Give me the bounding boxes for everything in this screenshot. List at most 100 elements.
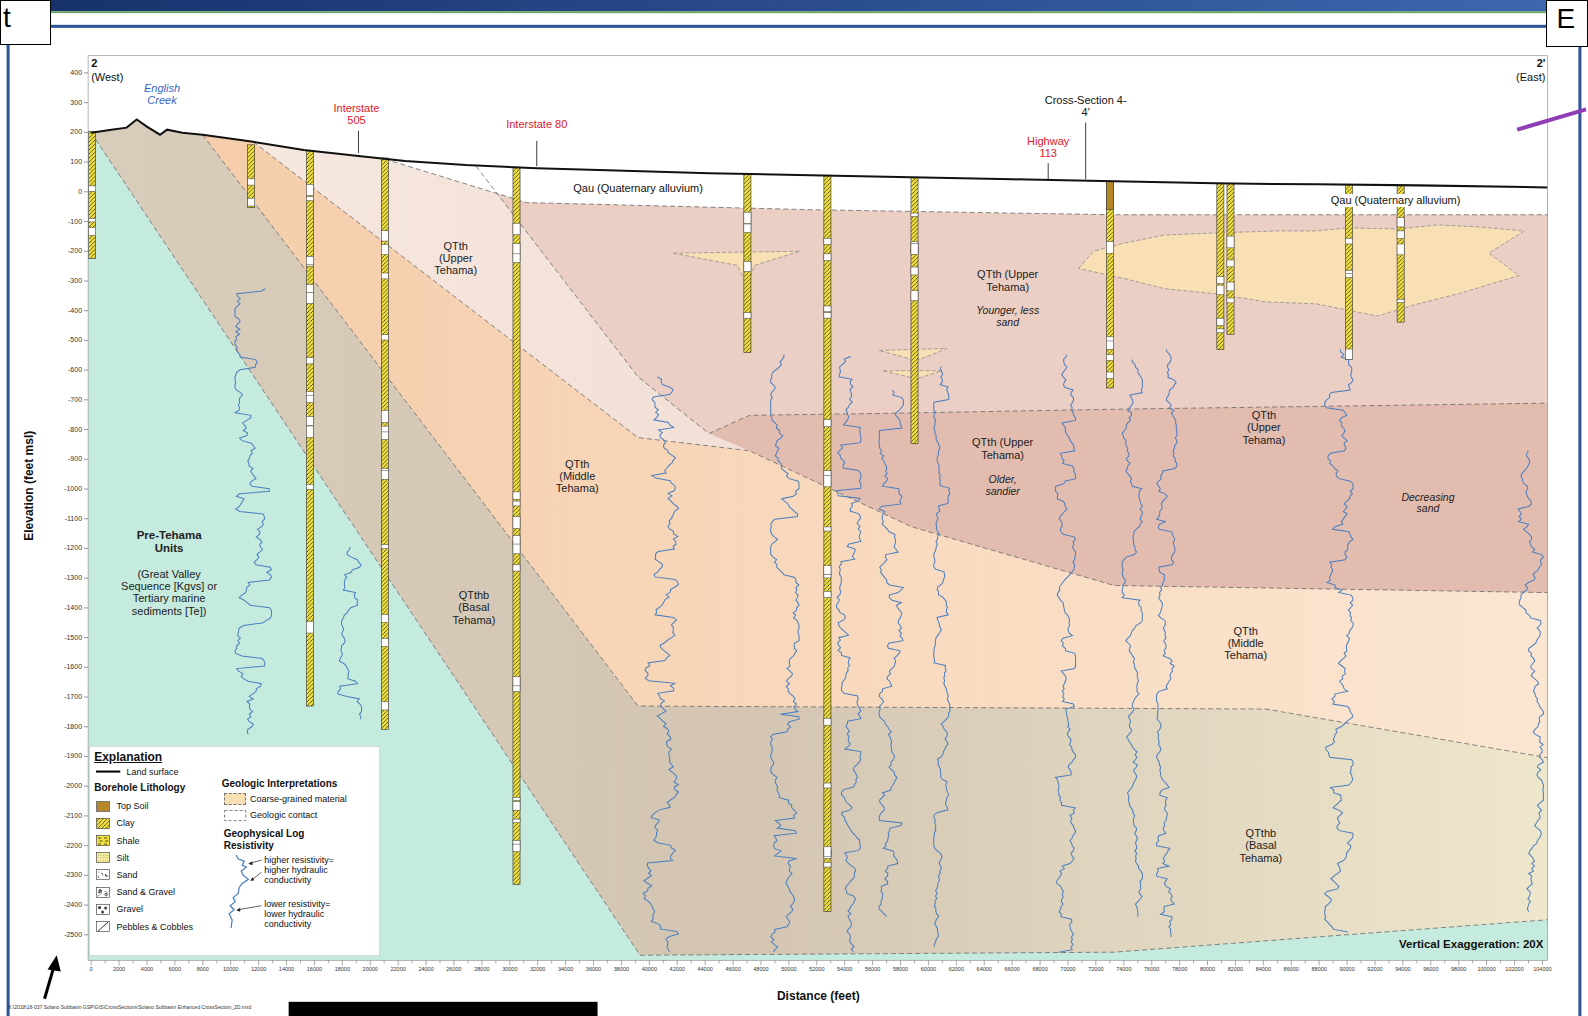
lithology-swatch xyxy=(97,853,110,863)
axis-tick-label: 78000 xyxy=(1172,966,1187,972)
legend-sample xyxy=(96,887,118,898)
axis-tick-label: 30000 xyxy=(502,966,517,972)
sand-interval xyxy=(911,244,918,255)
axis-tick xyxy=(258,960,259,965)
sand-interval xyxy=(513,517,520,529)
sand-interval xyxy=(1106,242,1113,254)
axis-tick-label: -1700 xyxy=(64,693,82,701)
sand-interval xyxy=(513,565,520,571)
silt-dot xyxy=(100,854,102,856)
axis-tick-label: 84000 xyxy=(1256,966,1271,972)
axis-tick xyxy=(942,960,943,963)
topsoil-interval xyxy=(1106,181,1113,209)
sand-dot xyxy=(105,875,106,876)
axis-tick-label: -2400 xyxy=(64,901,82,909)
upper-tehama-older xyxy=(709,403,1548,592)
unit-label: QTth (Upper Tehama) xyxy=(429,240,482,277)
axis-tick xyxy=(1235,960,1236,965)
sand-dot xyxy=(106,876,107,877)
sand-interval xyxy=(824,254,831,261)
axis-title: Elevation (feet msl) xyxy=(24,431,37,541)
resistivity-log xyxy=(837,357,861,952)
axis-tick-label: 90000 xyxy=(1339,966,1354,972)
axis-tick xyxy=(314,960,315,965)
sand-interval xyxy=(824,566,831,575)
axis-tick xyxy=(1207,960,1208,965)
axis-tick-label: 86000 xyxy=(1284,966,1299,972)
geologic-contact xyxy=(253,142,1547,593)
axis-tick xyxy=(1291,960,1292,965)
sand-dot xyxy=(98,895,99,896)
axis-tick-label: 300 xyxy=(70,99,82,107)
sand-interval xyxy=(306,257,313,266)
axis-tick xyxy=(426,960,427,965)
silt-dot xyxy=(105,857,107,859)
axis-tick xyxy=(1151,960,1152,965)
axis-tick-label: -2100 xyxy=(64,812,82,820)
axis-tick-label: 28000 xyxy=(474,966,489,972)
sand-interval xyxy=(513,492,520,499)
file-path: X:\2018\18-037 Solano Subbasin GSP\GIS\C… xyxy=(8,1005,251,1011)
sand-interval xyxy=(824,471,831,476)
axis-tick xyxy=(788,960,789,965)
axis-tick-label: 46000 xyxy=(725,966,740,972)
sand-interval xyxy=(824,238,831,244)
unit-label: QTth (Upper Tehama) xyxy=(963,268,1052,293)
axis-tick xyxy=(1472,960,1473,963)
sand-interval xyxy=(1397,244,1404,255)
pointer-head xyxy=(236,861,254,912)
road-label: Highway 113 xyxy=(1019,135,1078,160)
sand-interval xyxy=(824,313,831,318)
axis-tick-label: 104000 xyxy=(1533,966,1551,972)
sand-interval xyxy=(1345,238,1352,244)
axis-tick xyxy=(1361,960,1362,963)
legend-text: Silt xyxy=(116,853,129,863)
sand-interval xyxy=(306,285,313,293)
resistivity-sample xyxy=(222,851,263,932)
axis-tick xyxy=(84,905,88,906)
resistivity-log xyxy=(1157,349,1177,937)
axis-tick xyxy=(84,459,88,460)
sand-dot xyxy=(106,876,107,877)
axis-tick xyxy=(84,399,88,400)
axis-tick xyxy=(84,578,88,579)
axis-tick xyxy=(398,960,399,965)
sand-interval xyxy=(824,527,831,531)
sand-interval xyxy=(1397,299,1404,302)
axis-tick xyxy=(523,960,524,963)
axis-tick xyxy=(635,960,636,963)
sand-dot xyxy=(98,877,99,878)
axis-tick xyxy=(286,960,287,965)
sand-interval xyxy=(513,244,520,254)
axis-tick xyxy=(774,960,775,963)
contact-sample xyxy=(224,810,245,820)
axis-tick xyxy=(844,960,845,965)
axis-tick xyxy=(84,697,88,698)
axis-tick xyxy=(84,637,88,638)
legend-sample xyxy=(96,869,118,880)
axis-tick xyxy=(537,960,538,965)
sand-dot xyxy=(101,874,102,875)
axis-tick-label: 102000 xyxy=(1505,966,1523,972)
axis-tick xyxy=(649,960,650,965)
axis-tick xyxy=(1193,960,1194,963)
axis-tick xyxy=(998,960,999,963)
axis-tick xyxy=(1319,960,1320,965)
axis-tick-label: -1300 xyxy=(64,574,82,582)
axis-tick-label: 0 xyxy=(90,966,93,972)
legend-text: Sand & Gravel xyxy=(116,887,175,897)
axis-tick xyxy=(830,960,831,963)
axis-tick xyxy=(872,960,873,965)
sand-interval xyxy=(513,819,520,823)
lithology-swatch xyxy=(97,887,110,897)
axis-tick xyxy=(84,310,88,311)
axis-tick-label: 48000 xyxy=(753,966,768,972)
geologic-contact xyxy=(203,135,1548,758)
axis-tick-label: -400 xyxy=(68,307,82,315)
borehole xyxy=(1345,184,1352,359)
legend-swatch xyxy=(96,801,110,812)
land-surface-sample xyxy=(96,771,120,773)
axis-tick xyxy=(719,960,720,963)
axis-tick xyxy=(1500,960,1501,963)
axis-tick xyxy=(1388,960,1389,963)
